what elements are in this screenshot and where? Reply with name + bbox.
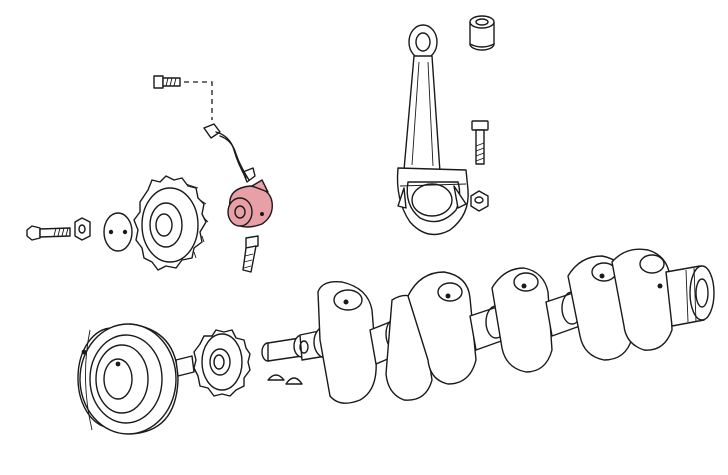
rod-nut[interactable] (470, 190, 489, 212)
crankshaft-position-sensor[interactable] (227, 179, 273, 228)
connecting-rod[interactable] (396, 24, 469, 236)
sensor-mounting-bolt[interactable] (153, 75, 181, 89)
crankshaft[interactable] (261, 248, 715, 404)
sprocket-bolt[interactable] (26, 225, 71, 241)
crankshaft-gear[interactable] (193, 329, 251, 397)
small-end-bushing[interactable] (469, 15, 495, 51)
sensor-stud[interactable] (242, 235, 259, 273)
thrust-disc[interactable] (103, 212, 133, 252)
sensor-wire[interactable] (203, 123, 256, 183)
woodruff-keys[interactable] (267, 374, 303, 385)
timing-belt-sprocket[interactable] (133, 175, 209, 271)
assembly-line (184, 81, 213, 120)
sprocket-washer[interactable] (74, 217, 91, 241)
crankshaft-pulley[interactable] (77, 323, 195, 435)
rod-bolt[interactable] (471, 120, 489, 165)
